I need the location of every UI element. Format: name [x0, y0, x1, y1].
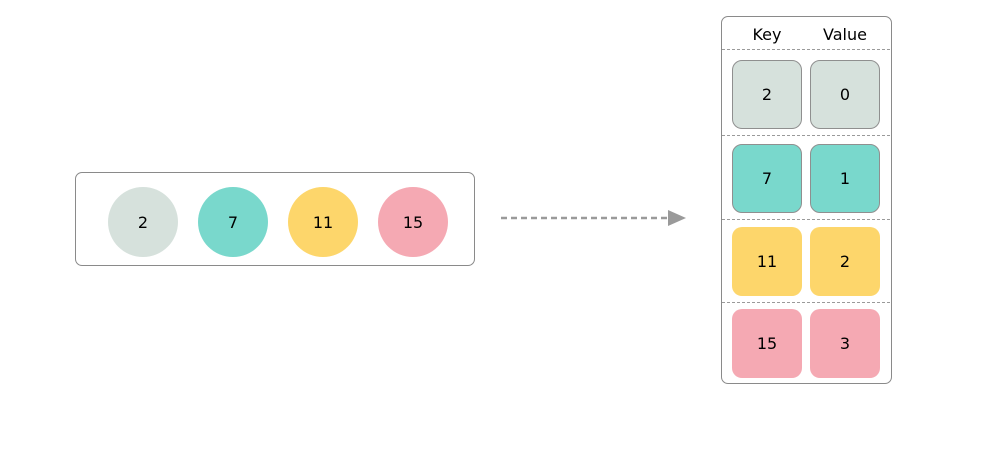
row-divider	[722, 49, 890, 50]
value-header: Value	[823, 25, 867, 44]
row-divider	[722, 135, 890, 136]
map-value-cell: 3	[810, 309, 880, 378]
array-container: 2 7 11 15	[75, 172, 475, 266]
array-item-7: 7	[198, 187, 268, 257]
map-value-cell: 1	[810, 144, 880, 213]
hash-map-table: Key Value 2 0 7 1 11 2 15 3	[721, 16, 892, 384]
dashed-arrow-icon	[501, 210, 686, 226]
array-item-15: 15	[378, 187, 448, 257]
map-value-cell: 2	[810, 227, 880, 296]
map-key-cell: 11	[732, 227, 802, 296]
array-item-11: 11	[288, 187, 358, 257]
map-value-cell: 0	[810, 60, 880, 129]
row-divider	[722, 302, 890, 303]
map-key-cell: 7	[732, 144, 802, 213]
array-item-2: 2	[108, 187, 178, 257]
map-key-cell: 2	[732, 60, 802, 129]
map-key-cell: 15	[732, 309, 802, 378]
row-divider	[722, 219, 890, 220]
key-header: Key	[752, 25, 782, 44]
